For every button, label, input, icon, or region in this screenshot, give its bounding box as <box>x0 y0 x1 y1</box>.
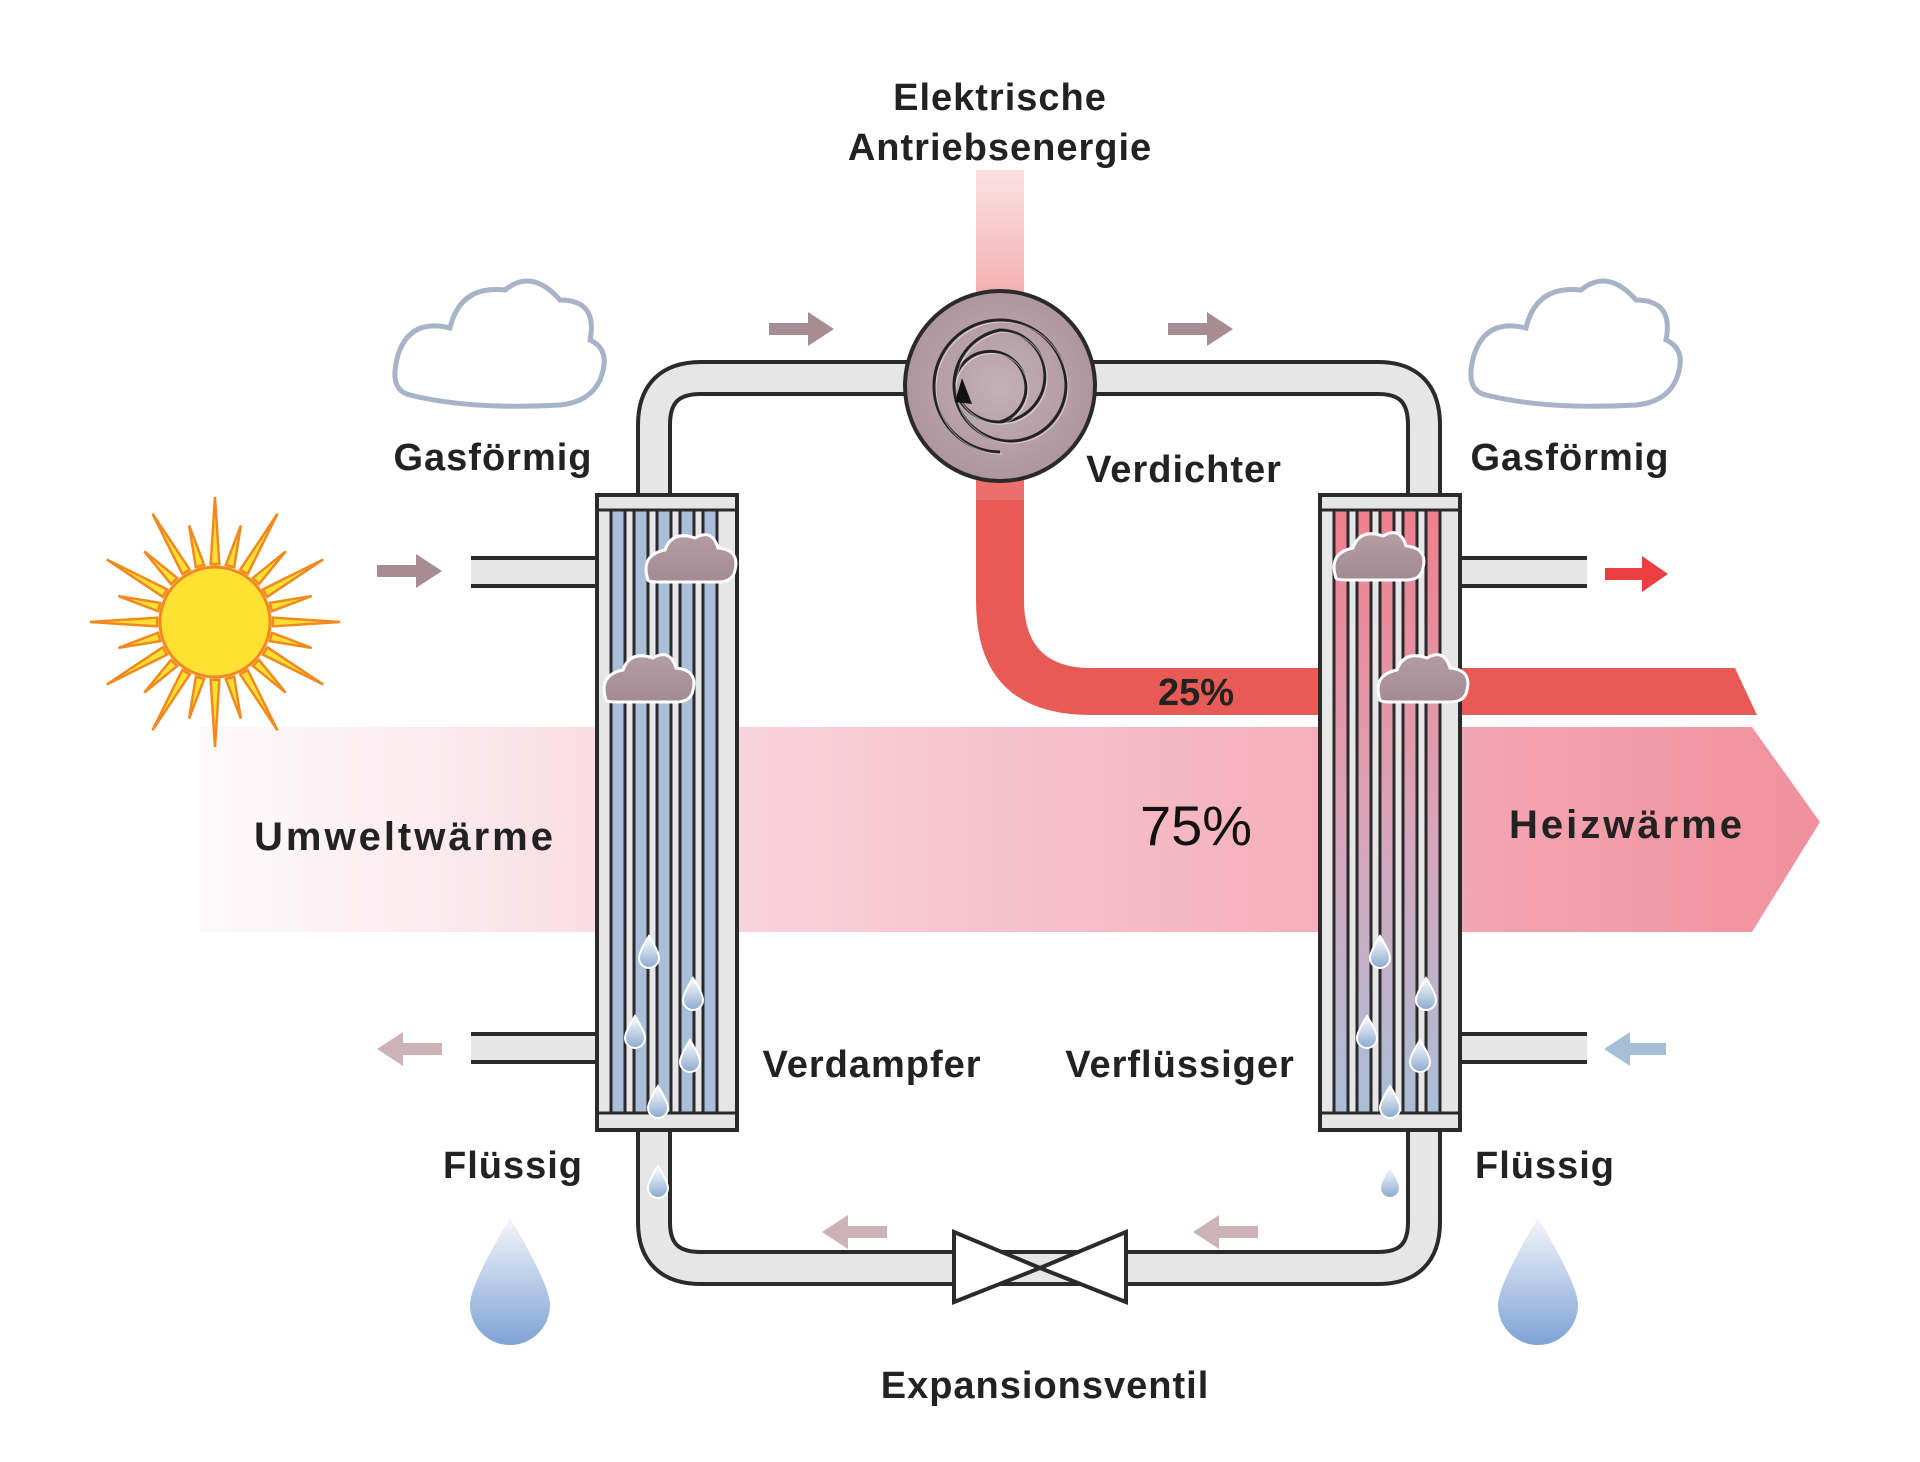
gas-label-left: Gasförmig <box>393 437 592 479</box>
hot-water-arrow-icon <box>1605 556 1668 592</box>
compressor-icon <box>903 289 1097 483</box>
condenser-outlet-pipe <box>1460 556 1587 588</box>
ambient-heat-label: Umweltwärme <box>254 815 556 859</box>
heating-heat-label: Heizwärme <box>1509 803 1745 847</box>
sun-ray <box>261 645 324 686</box>
sun-ray <box>209 496 221 566</box>
sun-ray <box>117 631 162 650</box>
vapor-cloud-icon <box>644 533 738 584</box>
cold-water-arrow-icon <box>1604 1032 1666 1066</box>
flow-arrow-right-icon <box>377 554 442 588</box>
sun-ray <box>209 678 221 748</box>
ambient-percent: 75% <box>1140 794 1252 857</box>
condenser-label: Verflüssiger <box>1065 1044 1295 1086</box>
vapor-cloud-icon <box>602 653 696 704</box>
sun-icon <box>89 496 341 748</box>
evaporator-outlet-pipe <box>471 1032 601 1064</box>
condenser-inlet-pipe <box>1460 1032 1587 1064</box>
sun-ray <box>268 594 313 613</box>
flow-arrow-left-icon <box>822 1215 887 1249</box>
expansion-valve-label: Expansionsventil <box>881 1365 1210 1407</box>
sun-ray <box>117 594 162 613</box>
small-droplet-icons <box>623 934 1438 1199</box>
sun-ray <box>106 645 169 686</box>
sun-ray <box>143 657 180 694</box>
liquid-drop-icon-left <box>470 1218 550 1345</box>
sun-ray <box>224 524 243 569</box>
vapor-cloud-icon <box>1376 653 1470 704</box>
flow-arrow-right-icon <box>769 312 834 346</box>
flow-arrow-right-icon <box>1168 312 1233 346</box>
expansion-valve-icon <box>952 1228 1128 1305</box>
gas-cloud-icon-right <box>1468 278 1683 409</box>
sun-ray <box>151 668 192 731</box>
flow-arrow-left-icon <box>377 1032 442 1066</box>
flow-arrow-left-icon <box>1193 1215 1258 1249</box>
sun-ray <box>187 524 206 569</box>
sun-ray <box>238 668 279 731</box>
gas-label-right: Gasförmig <box>1470 437 1669 479</box>
electric-percent: 25% <box>1158 672 1234 714</box>
sun-ray <box>106 558 169 599</box>
sun-ray <box>268 631 313 650</box>
sun-ray <box>250 550 287 587</box>
sun-ray <box>143 550 180 587</box>
sun-ray <box>238 513 279 576</box>
sun-ray <box>261 558 324 599</box>
sun-ray <box>151 513 192 576</box>
compressor-label: Verdichter <box>1086 449 1282 491</box>
liquid-label-left: Flüssig <box>443 1145 583 1187</box>
sun-ray <box>187 675 206 720</box>
sun-ray <box>250 657 287 694</box>
vapor-cloud-icon <box>1332 531 1426 582</box>
electric-energy-title-line1: Elektrische <box>893 77 1107 119</box>
evaporator-label: Verdampfer <box>762 1044 981 1086</box>
liquid-label-right: Flüssig <box>1475 1145 1615 1187</box>
gas-cloud-icon-left <box>392 278 607 409</box>
sun-ray <box>224 675 243 720</box>
evaporator-inlet-pipe <box>471 556 601 588</box>
liquid-drop-icon-right <box>1498 1218 1578 1345</box>
evaporator <box>595 493 739 1132</box>
sun-ray <box>89 616 159 628</box>
electric-energy-title-line2: Antriebsenergie <box>848 127 1152 169</box>
sun-ray <box>271 616 341 628</box>
condenser <box>1318 493 1462 1132</box>
